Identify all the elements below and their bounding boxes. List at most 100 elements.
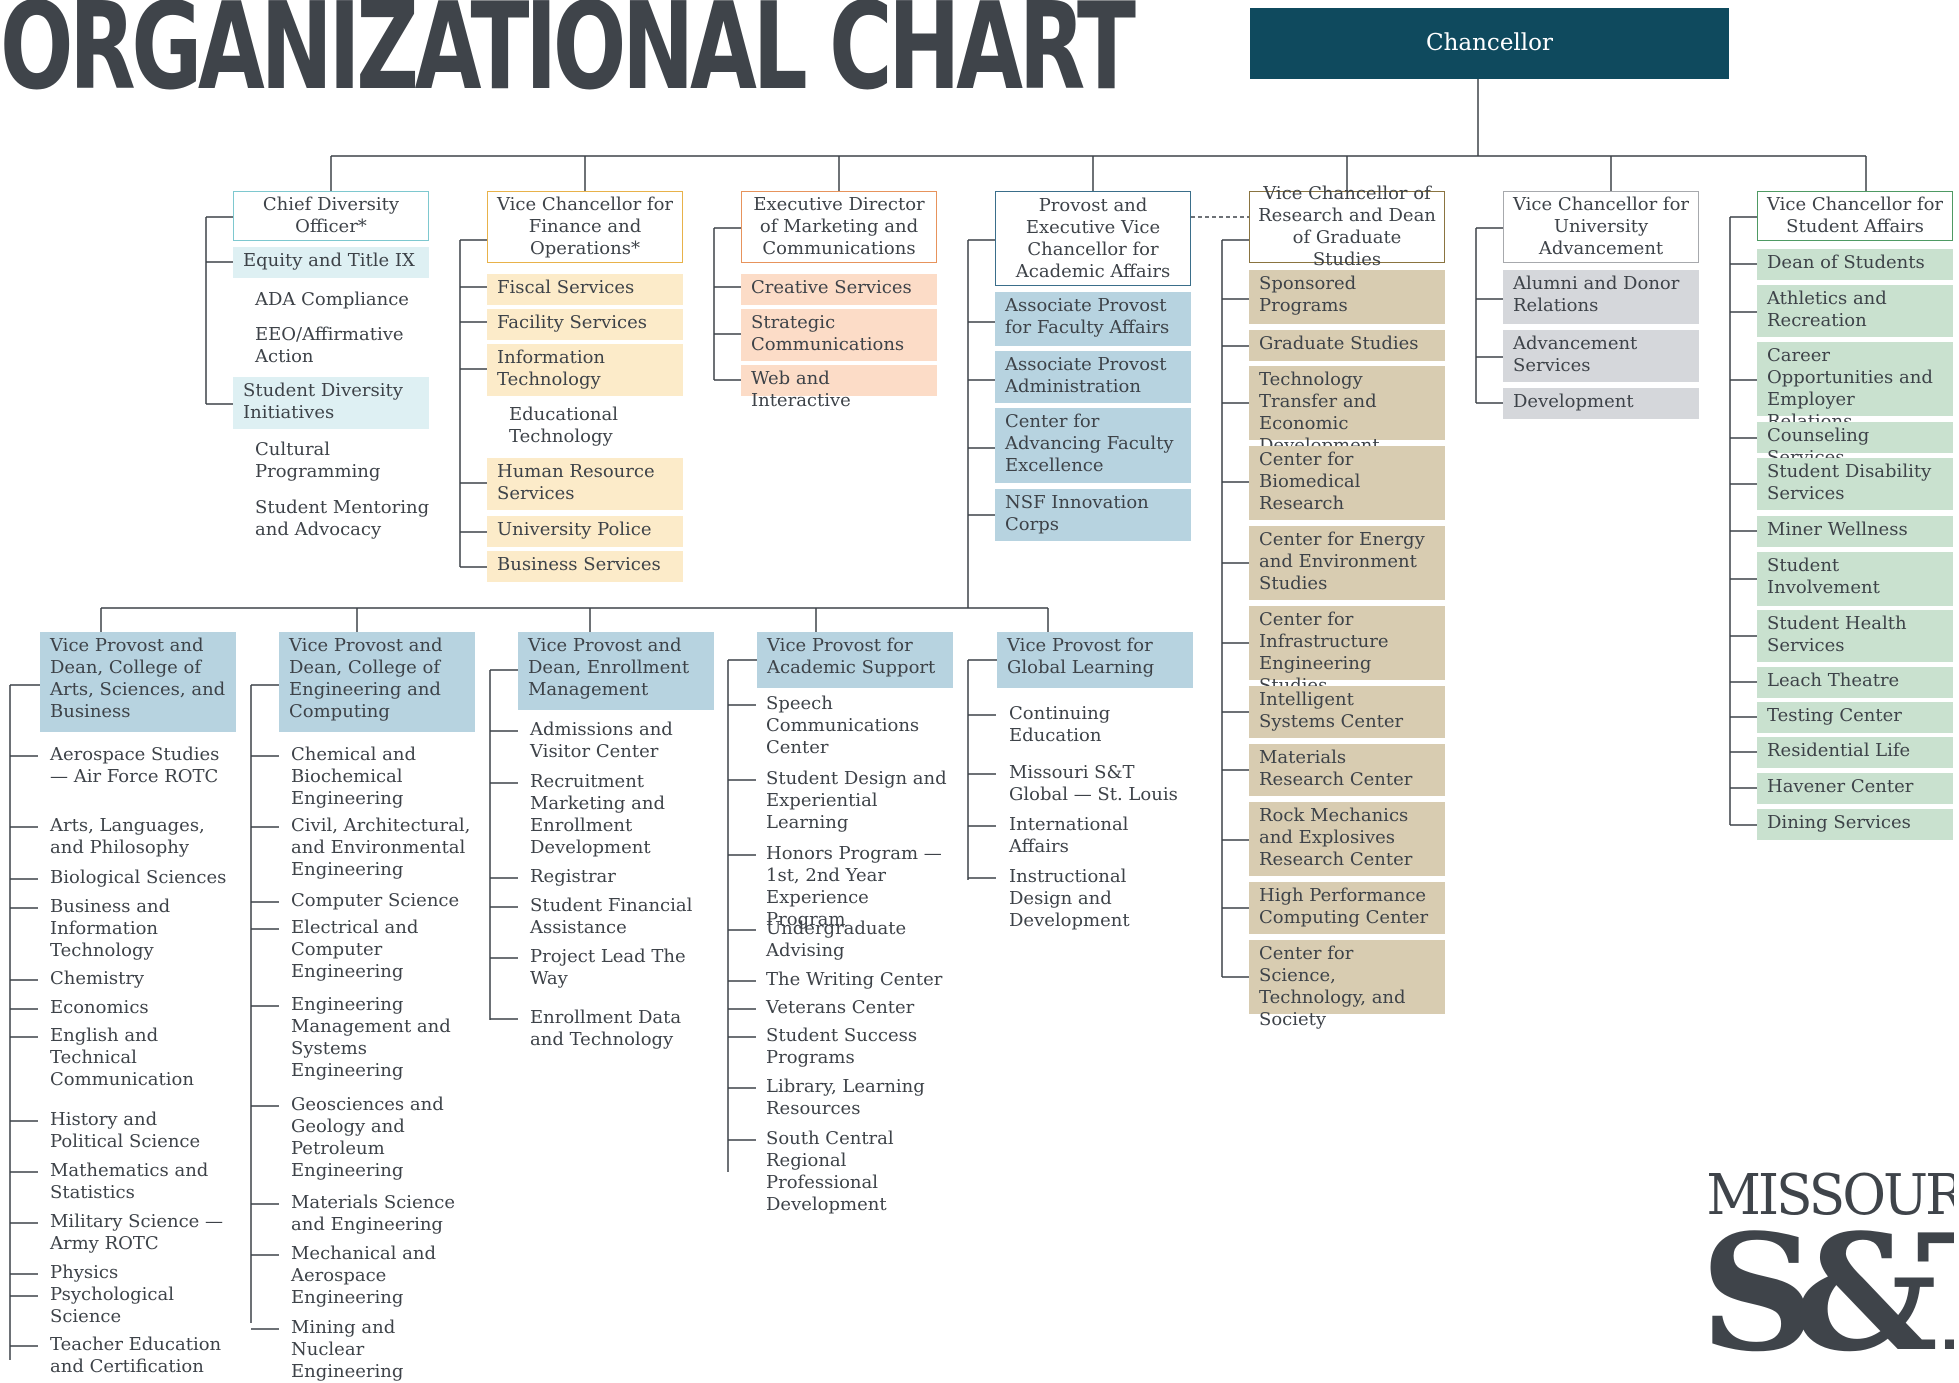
vp-item: Admissions and Visitor Center: [530, 719, 673, 762]
unit-box: Graduate Studies: [1249, 330, 1445, 361]
vp-item: International Affairs: [1009, 814, 1129, 857]
vp-item: Continuing Education: [1009, 703, 1111, 746]
vp-item: Student Financial Assistance: [530, 895, 693, 938]
vice-provost-box: Vice Provost and Dean, Enrollment Manage…: [518, 632, 714, 710]
unit-box: Counseling Services: [1757, 422, 1953, 468]
unit-subitem: EEO/Affirmative Action: [255, 324, 404, 367]
vp-item: Registrar: [530, 866, 616, 887]
unit-box: Associate Provost Administration: [995, 351, 1191, 403]
head-research-graduate-studies: Vice Chancellor of Research and Dean of …: [1249, 183, 1445, 270]
vp-item: Physics: [50, 1262, 119, 1283]
vp-item: Speech Communications Center: [766, 693, 920, 758]
unit-box: Dining Services: [1757, 809, 1953, 840]
vp-item: Library, Learning Resources: [766, 1076, 925, 1119]
vp-item: Chemical and Biochemical Engineering: [291, 744, 416, 809]
vp-item: Missouri S&T Global — St. Louis: [1009, 762, 1178, 805]
unit-box: NSF Innovation Corps: [995, 489, 1191, 541]
missouri-st-logo: MISSOURI S&T: [1700, 1168, 1954, 1377]
vp-item: Geosciences and Geology and Petroleum En…: [291, 1094, 444, 1181]
unit-box: Center for Biomedical Research: [1249, 446, 1445, 520]
logo-wordmark: MISSOURI: [1706, 1168, 1954, 1228]
vp-item: Materials Science and Engineering: [291, 1192, 456, 1235]
unit-box: Intelligent Systems Center: [1249, 686, 1445, 738]
logo-monogram: S&T: [1700, 1199, 1954, 1377]
vp-item: Civil, Architectural, and Environmental …: [291, 815, 471, 880]
unit-box: Dean of Students: [1757, 249, 1953, 280]
unit-box: Student Diversity Initiatives: [233, 377, 429, 429]
unit-box: Web and Interactive: [741, 365, 937, 411]
vp-item: The Writing Center: [766, 969, 943, 990]
vice-provost-box: Vice Provost for Global Learning: [997, 632, 1193, 688]
vp-item: Project Lead The Way: [530, 946, 686, 989]
unit-box: Equity and Title IX: [233, 247, 429, 278]
unit-box: Development: [1503, 388, 1699, 419]
unit-box: Student Health Services: [1757, 610, 1953, 662]
vp-item: Student Design and Experiential Learning: [766, 768, 947, 833]
vp-item: Student Success Programs: [766, 1025, 918, 1068]
unit-box: Materials Research Center: [1249, 744, 1445, 796]
unit-box: Testing Center: [1757, 702, 1953, 733]
unit-box: Student Disability Services: [1757, 458, 1953, 510]
unit-box: Advancement Services: [1503, 330, 1699, 382]
unit-box: Facility Services: [487, 309, 683, 340]
vp-item: South Central Regional Professional Deve…: [766, 1128, 894, 1215]
vp-item: Recruitment Marketing and Enrollment Dev…: [530, 771, 665, 858]
vp-item: Computer Science: [291, 890, 460, 911]
unit-box: University Police: [487, 516, 683, 547]
unit-box: Creative Services: [741, 274, 937, 305]
unit-subitem: Cultural Programming: [255, 439, 381, 482]
unit-subitem: ADA Compliance: [255, 289, 409, 310]
vice-provost-box: Vice Provost for Academic Support: [757, 632, 953, 688]
unit-box: Alumni and Donor Relations: [1503, 270, 1699, 324]
vp-item: Aerospace Studies — Air Force ROTC: [50, 744, 220, 787]
unit-box: Human Resource Services: [487, 458, 683, 510]
vice-provost-box: Vice Provost and Dean, College of Engine…: [279, 632, 475, 732]
vp-item: Military Science — Army ROTC: [50, 1211, 224, 1254]
unit-box: Student Involvement: [1757, 552, 1953, 606]
head-university-advancement: Vice Chancellor for University Advanceme…: [1503, 191, 1699, 263]
vp-item: Economics: [50, 997, 149, 1018]
unit-subitem: Student Mentoring and Advocacy: [255, 497, 430, 540]
unit-box: Residential Life: [1757, 737, 1953, 768]
unit-box: Technology Transfer and Economic Develop…: [1249, 366, 1445, 456]
unit-box: Associate Provost for Faculty Affairs: [995, 292, 1191, 346]
unit-box: Sponsored Programs: [1249, 270, 1445, 324]
unit-box: Center for Advancing Faculty Excellence: [995, 408, 1191, 483]
vp-item: Chemistry: [50, 968, 145, 989]
vp-item: Biological Sciences: [50, 867, 227, 888]
head-provost: Provost and Executive Vice Chancellor fo…: [995, 191, 1191, 286]
vp-item: Psychological Science: [50, 1284, 174, 1327]
unit-box: Center for Energy and Environment Studie…: [1249, 526, 1445, 600]
vp-item: Teacher Education and Certification: [50, 1334, 222, 1377]
vp-item: Engineering Management and Systems Engin…: [291, 994, 451, 1081]
vp-item: History and Political Science: [50, 1109, 201, 1152]
head-student-affairs: Vice Chancellor for Student Affairs: [1757, 191, 1953, 241]
vp-item: Mechanical and Aerospace Engineering: [291, 1243, 436, 1308]
chancellor-box: Chancellor: [1250, 8, 1729, 79]
unit-box: Career Opportunities and Employer Relati…: [1757, 342, 1953, 432]
head-finance-operations: Vice Chancellor for Finance and Operatio…: [487, 191, 683, 263]
unit-box: Information Technology: [487, 344, 683, 396]
vp-item: Enrollment Data and Technology: [530, 1007, 682, 1050]
unit-box: Leach Theatre: [1757, 667, 1953, 698]
unit-box: Center for Infrastructure Engineering St…: [1249, 606, 1445, 696]
unit-box: Strategic Communications: [741, 309, 937, 361]
vice-provost-box: Vice Provost and Dean, College of Arts, …: [40, 632, 236, 732]
vp-item: Electrical and Computer Engineering: [291, 917, 419, 982]
vp-item: Veterans Center: [766, 997, 915, 1018]
unit-box: Business Services: [487, 551, 683, 582]
unit-box: Center for Science, Technology, and Soci…: [1249, 940, 1445, 1030]
unit-box: High Performance Computing Center: [1249, 882, 1445, 934]
unit-box: Rock Mechanics and Explosives Research C…: [1249, 802, 1445, 876]
unit-box: Havener Center: [1757, 773, 1953, 804]
unit-box: Athletics and Recreation: [1757, 285, 1953, 337]
vp-item: Instructional Design and Development: [1009, 866, 1130, 931]
vp-item: Business and Information Technology: [50, 896, 171, 961]
page-title: ORGANIZATIONAL CHART: [0, 0, 1136, 117]
unit-box: Miner Wellness: [1757, 516, 1953, 547]
unit-subitem: Educational Technology: [509, 404, 618, 447]
vp-item: Honors Program — 1st, 2nd Year Experienc…: [766, 843, 942, 930]
vp-item: Mathematics and Statistics: [50, 1160, 209, 1203]
vp-item: Undergraduate Advising: [766, 918, 907, 961]
vp-item: Arts, Languages, and Philosophy: [50, 815, 205, 858]
